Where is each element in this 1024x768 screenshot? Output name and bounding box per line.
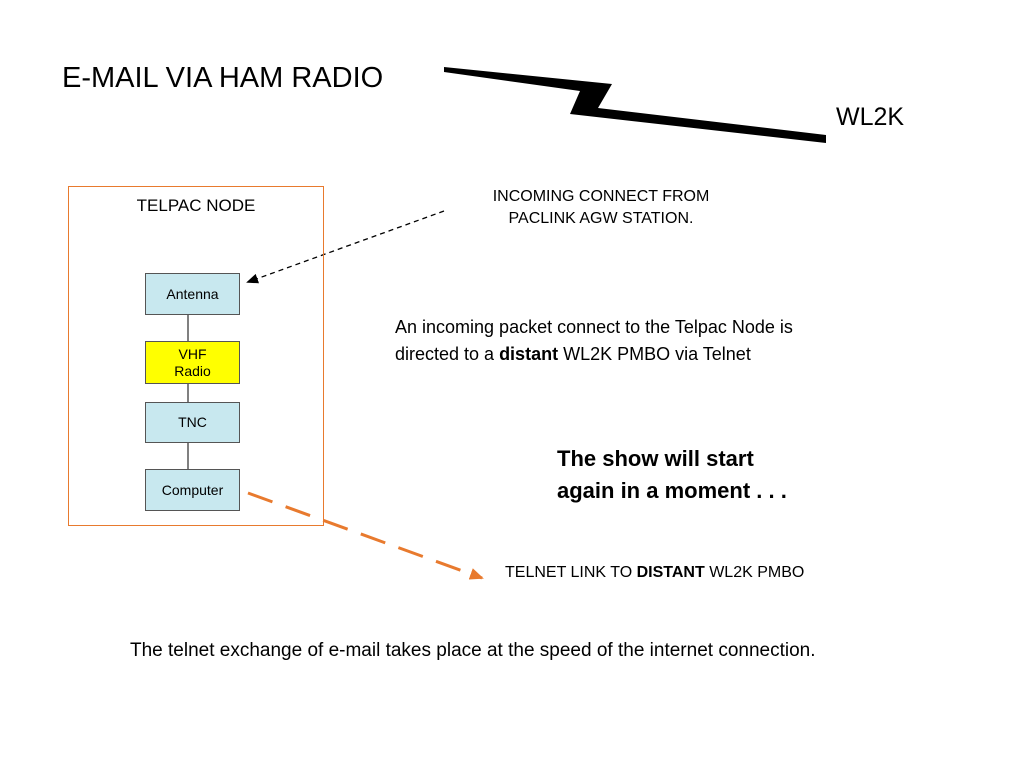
description-emphasis: distant	[499, 344, 559, 364]
antenna-label: Antenna	[166, 285, 219, 302]
telpac-node-label: TELPAC NODE	[136, 196, 256, 215]
tnc-label: TNC	[178, 414, 207, 430]
incoming-connect-note: INCOMING CONNECT FROM PACLINK AGW STATIO…	[440, 186, 762, 230]
computer-label: Computer	[161, 481, 224, 498]
description-text: An incoming packet connect to the Telpac…	[395, 314, 795, 368]
antenna-block: Antenna	[145, 273, 240, 315]
speed-note: The telnet exchange of e-mail takes plac…	[130, 640, 816, 661]
show-message-line2: again in a moment . . .	[557, 478, 787, 503]
radio-label: Radio	[174, 362, 211, 379]
vhf-label: VHF	[178, 345, 207, 362]
telnet-note-prefix: TELNET LINK TO	[505, 564, 637, 581]
wl2k-label: WL2K	[836, 103, 905, 131]
incoming-note-line1: INCOMING CONNECT FROM	[492, 188, 710, 205]
radio-link-lightning-bolt	[444, 67, 826, 143]
incoming-connect-arrow	[246, 210, 445, 284]
description-part1: An incoming packet connect to the Telpac…	[395, 317, 793, 364]
description-part2: WL2K PMBO via Telnet	[558, 344, 751, 364]
telnet-note-emphasis: DISTANT	[636, 564, 705, 581]
telnet-note-suffix: WL2K PMBO	[704, 564, 805, 581]
slide-title: E-MAIL VIA HAM RADIO	[62, 62, 384, 94]
show-message: The show will start again in a moment . …	[557, 443, 917, 507]
telnet-link-note: TELNET LINK TO DISTANT WL2K PMBO	[505, 562, 804, 584]
show-message-line1: The show will start	[557, 446, 754, 471]
computer-block: Computer	[145, 469, 240, 511]
vhf-radio-block: VHF Radio	[145, 341, 240, 384]
telpac-node-box	[68, 186, 324, 526]
incoming-note-line2: PACLINK AGW STATION.	[508, 210, 694, 227]
tnc-block: TNC	[145, 402, 240, 443]
telnet-link-arrow	[247, 491, 484, 580]
